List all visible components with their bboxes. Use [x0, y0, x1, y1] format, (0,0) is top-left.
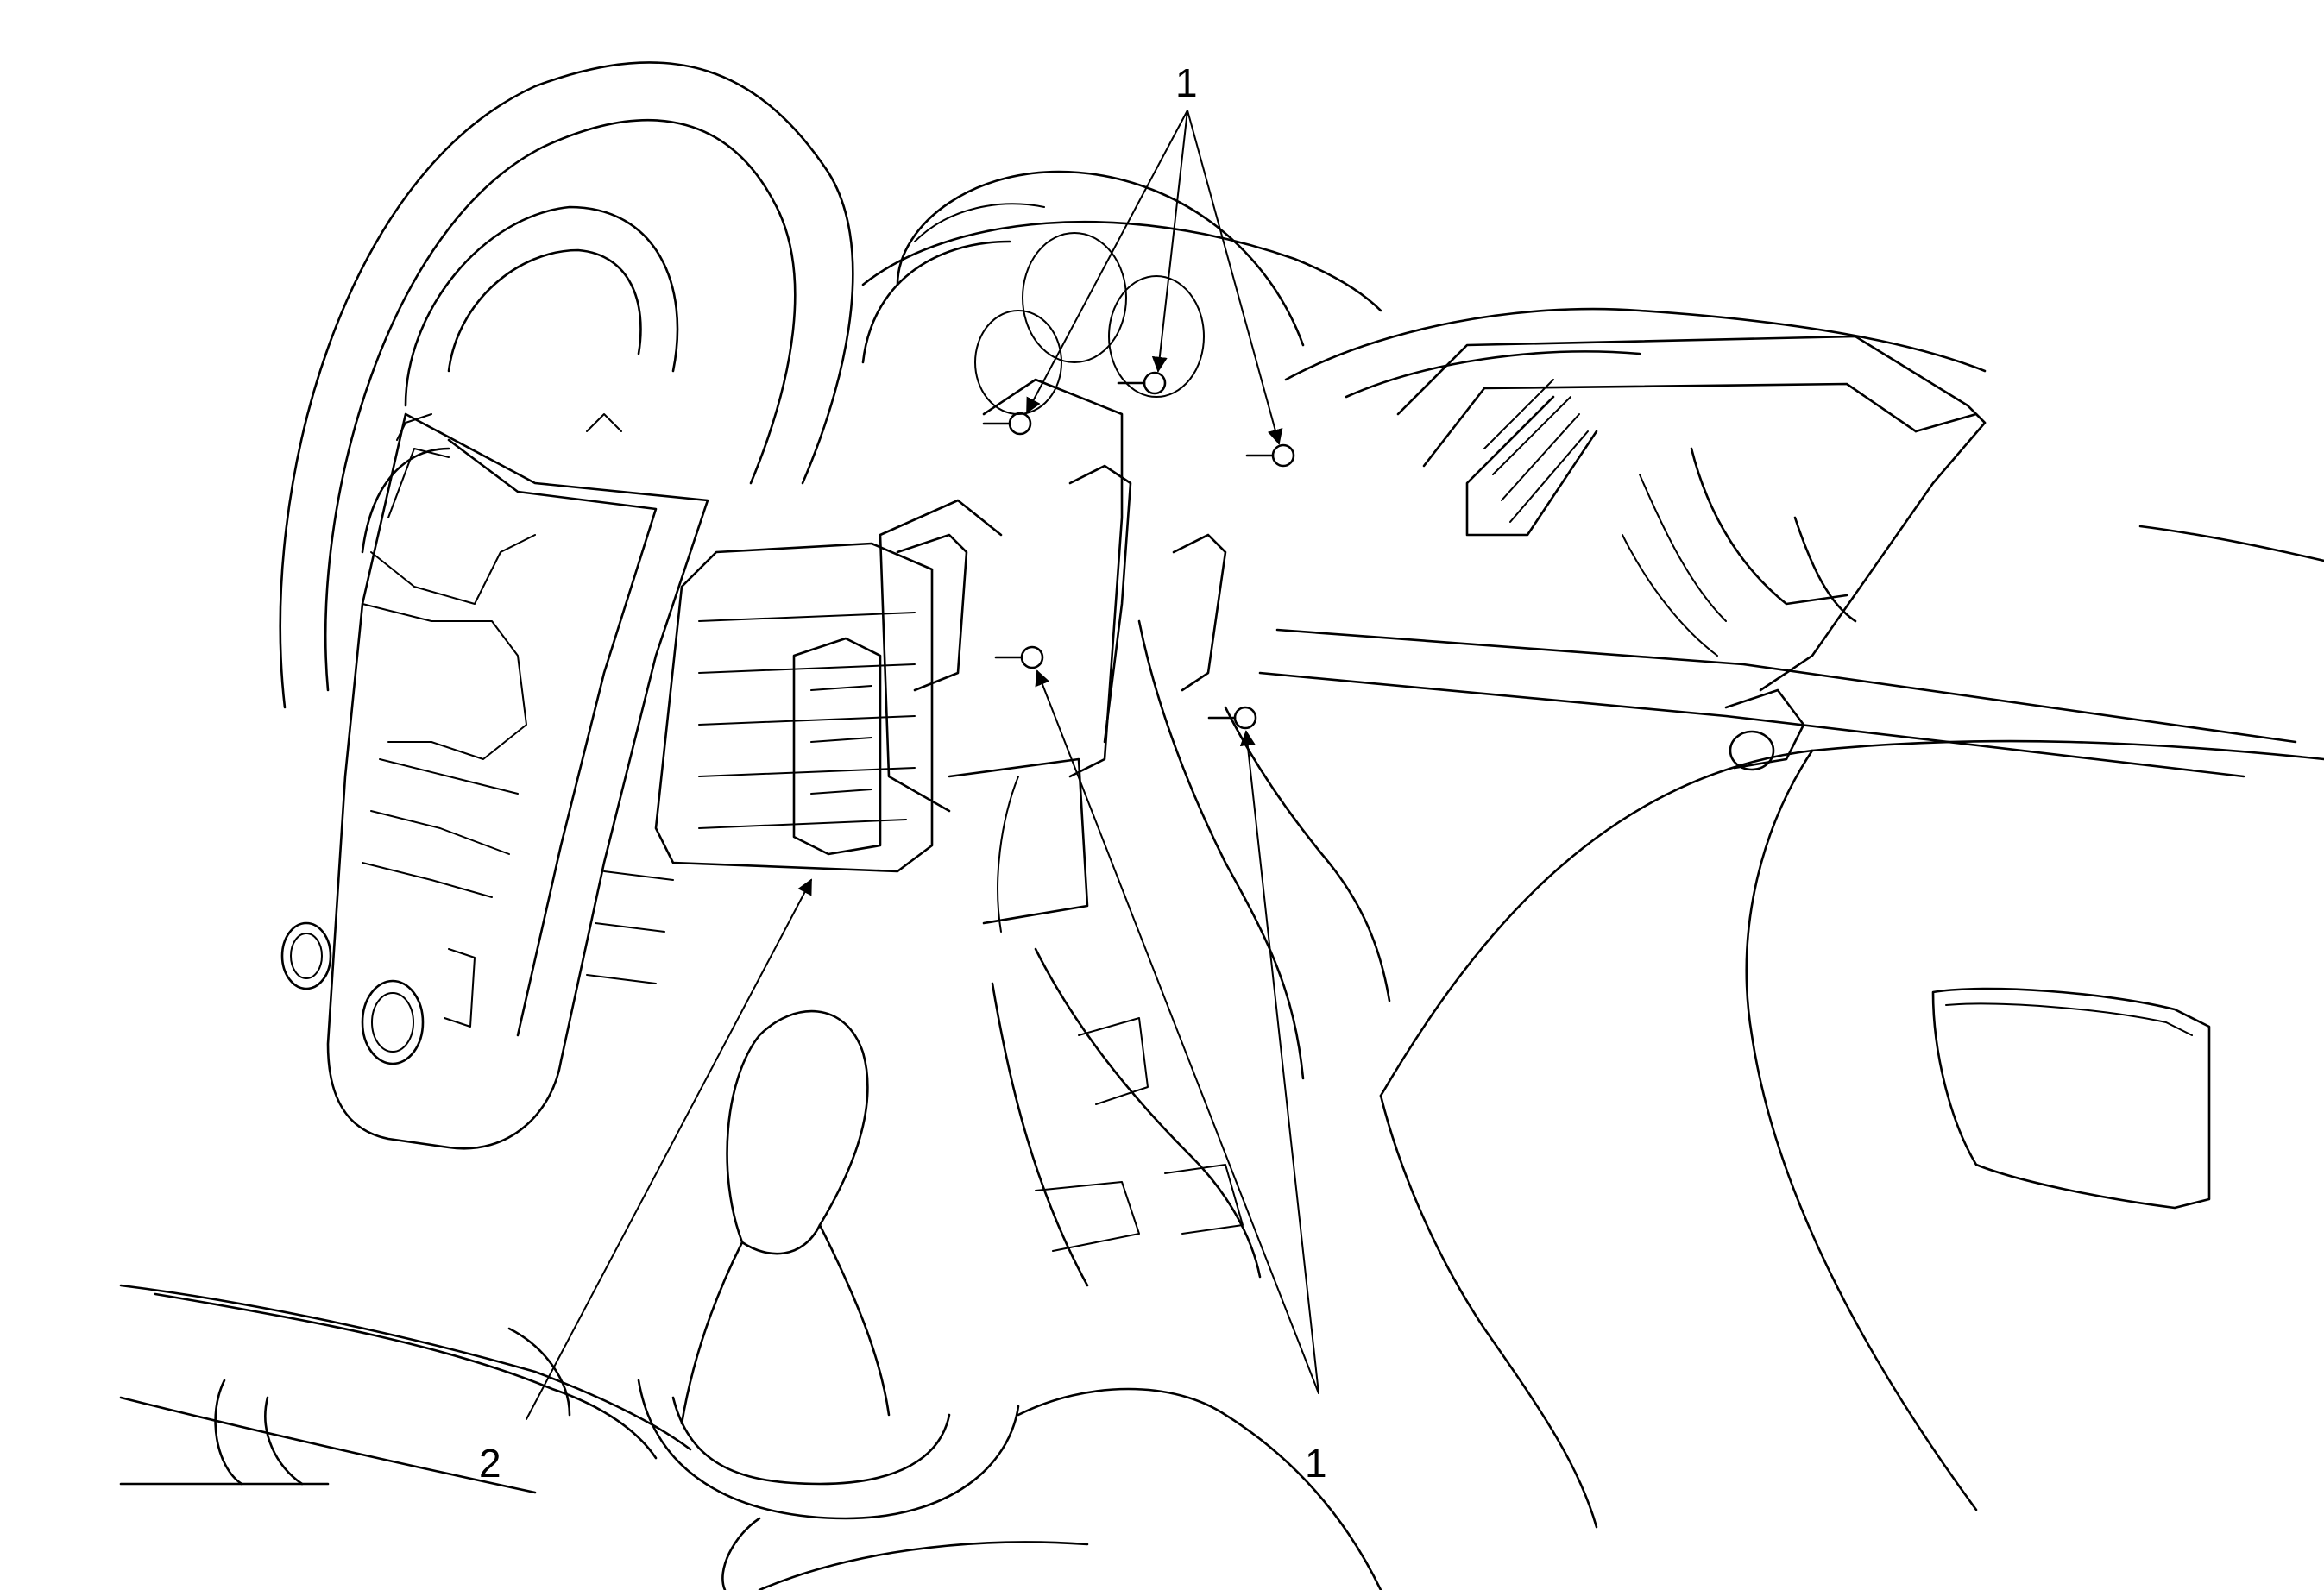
screw-icon: [994, 645, 1044, 669]
radio-module: [654, 533, 968, 873]
leader-lines: [526, 110, 1319, 1420]
dash-panel-right: [1465, 379, 1857, 771]
dashboard-outline: [861, 220, 2324, 778]
gear-shifter: [637, 1009, 1020, 1590]
screw-icon: [982, 412, 1032, 436]
mounting-screws: [982, 371, 1295, 730]
door-trim: [1379, 739, 2324, 1529]
center-console: [119, 1164, 1382, 1590]
center-stack-frame: [879, 378, 1391, 1287]
center-bezel: [280, 412, 709, 1150]
callout-screws-bottom: 1: [1305, 1441, 1327, 1486]
screw-icon: [1245, 443, 1295, 468]
callout-screws-top: 1: [1175, 60, 1198, 105]
instrument-cluster: [861, 170, 1305, 415]
screw-icon: [1117, 371, 1167, 395]
steering-wheel: [279, 61, 854, 709]
callout-bezel: 2: [479, 1441, 501, 1486]
screw-icon: [1207, 706, 1257, 730]
